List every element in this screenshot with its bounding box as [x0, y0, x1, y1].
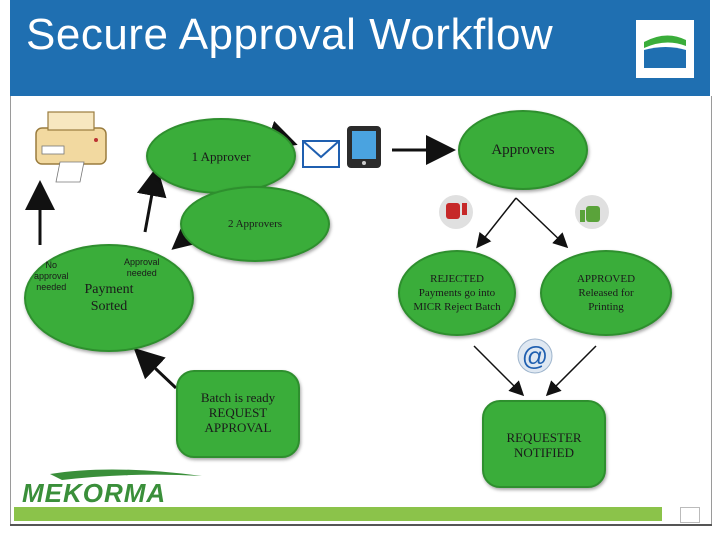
- company-logo: [636, 20, 694, 78]
- no-approval-line3: needed: [36, 282, 67, 292]
- printer-icon: [35, 111, 107, 183]
- payment-sorted-line2: Sorted: [90, 299, 128, 314]
- mail-icon: [302, 140, 340, 168]
- approved-line2: Released for: [578, 287, 634, 299]
- node-one-approver: 1 Approver: [146, 118, 296, 194]
- node-two-approvers: 2 Approvers: [180, 186, 330, 262]
- brand-logo: MEKORMA: [22, 466, 222, 508]
- approval-needed-line2: needed: [126, 268, 157, 278]
- no-approval-label: No approval needed: [34, 260, 69, 293]
- arrow-to-approved: [515, 197, 569, 249]
- arrow-to-one-approver: [136, 166, 167, 233]
- arrow-rejected-to-requester: [473, 345, 525, 397]
- approved-line1: APPROVED: [576, 273, 636, 285]
- requester-line2: NOTIFIED: [514, 445, 574, 460]
- footer-box: [680, 507, 700, 523]
- no-approval-line1: No: [45, 260, 58, 270]
- approval-needed-line1: Approval: [124, 257, 160, 267]
- brand-name: MEKORMA: [22, 478, 167, 508]
- node-approvers-label: Approvers: [491, 141, 555, 158]
- arrow-printer-to-mail: [120, 115, 150, 140]
- rejected-line2: Payments go into: [418, 287, 496, 299]
- arrow-to-rejected: [476, 197, 517, 249]
- node-rejected: REJECTED Payments go into MICR Reject Ba…: [398, 250, 516, 336]
- email-at-icon: @: [517, 338, 553, 374]
- node-requester-notified: REQUESTER NOTIFIED: [482, 400, 606, 488]
- mobile-phone-icon: [347, 126, 381, 168]
- node-batch-ready: Batch is ready REQUEST APPROVAL: [176, 370, 300, 458]
- node-two-approvers-label: 2 Approvers: [227, 218, 283, 230]
- slide-frame: [10, 96, 712, 524]
- footer-line: [10, 524, 712, 526]
- approved-line3: Printing: [588, 301, 624, 313]
- arrow-approved-to-requester: [545, 345, 597, 397]
- rejected-line3: MICR Reject Batch: [413, 301, 501, 313]
- requester-line1: REQUESTER: [506, 430, 582, 445]
- rejected-line1: REJECTED: [430, 273, 484, 285]
- no-approval-line2: approval: [34, 271, 69, 281]
- thumbs-down-icon: [439, 195, 473, 229]
- node-payment-sorted: Payment Sorted: [24, 244, 194, 352]
- batch-ready-line2: REQUEST: [208, 405, 268, 420]
- node-approved: APPROVED Released for Printing: [540, 250, 672, 336]
- arrow-batch-to-payment: [133, 347, 178, 390]
- batch-ready-line3: APPROVAL: [204, 420, 272, 435]
- batch-ready-line1: Batch is ready: [200, 390, 276, 405]
- node-approvers: Approvers: [458, 110, 588, 190]
- footer-bar: [14, 507, 662, 521]
- thumbs-up-icon: [575, 195, 609, 229]
- svg-text:@: @: [522, 341, 548, 371]
- page-title: Secure Approval Workflow: [26, 10, 554, 59]
- title-banner: [10, 0, 710, 96]
- approval-needed-label: Approval needed: [124, 257, 160, 279]
- payment-sorted-line1: Payment: [84, 282, 134, 297]
- node-one-approver-label: 1 Approver: [191, 148, 251, 164]
